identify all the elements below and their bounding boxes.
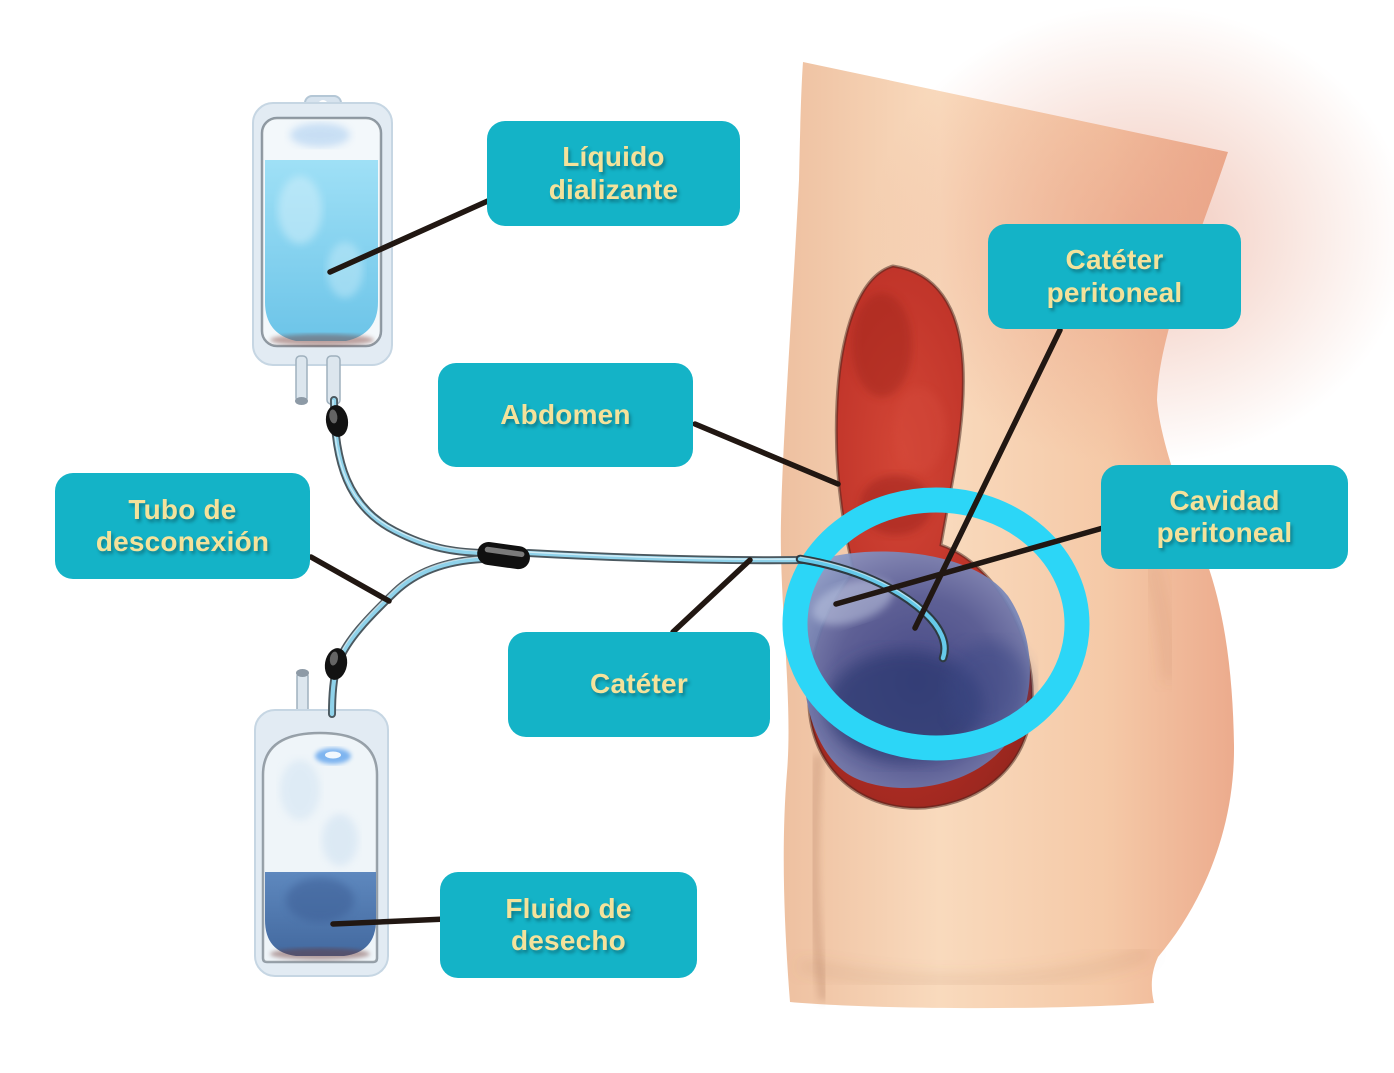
label-fluido-desecho: Fluido de desecho (440, 872, 697, 978)
label-cateter: Catéter (508, 632, 770, 737)
leader-cateter-peritoneal (912, 327, 1063, 631)
label-tubo-desconexion: Tubo de desconexión (55, 473, 310, 579)
tube-clamp-upper (325, 405, 349, 437)
tube-clamp-lower (324, 648, 348, 680)
label-abdomen: Abdomen (438, 363, 693, 467)
leader-cavidad-peritoneal (833, 525, 1106, 607)
highlight-ring (782, 487, 1090, 761)
label-cavidad-peritoneal: Cavidad peritoneal (1101, 465, 1348, 569)
tube-junction (477, 541, 530, 570)
dialysate-bag (252, 95, 393, 405)
catheter-tube (524, 549, 949, 663)
leader-liquido-dializante (327, 197, 493, 275)
leader-fluido-desecho (330, 916, 449, 927)
leader-abdomen (692, 421, 841, 487)
leader-lines (308, 197, 1106, 927)
transfer-tubing (324, 396, 530, 718)
label-liquido-dializante: Líquido dializante (487, 121, 740, 226)
leader-tubo-desconexion (308, 554, 392, 604)
label-cateter-peritoneal: Catéter peritoneal (988, 224, 1241, 329)
leader-cateter (670, 557, 753, 635)
waste-bag (254, 669, 389, 977)
